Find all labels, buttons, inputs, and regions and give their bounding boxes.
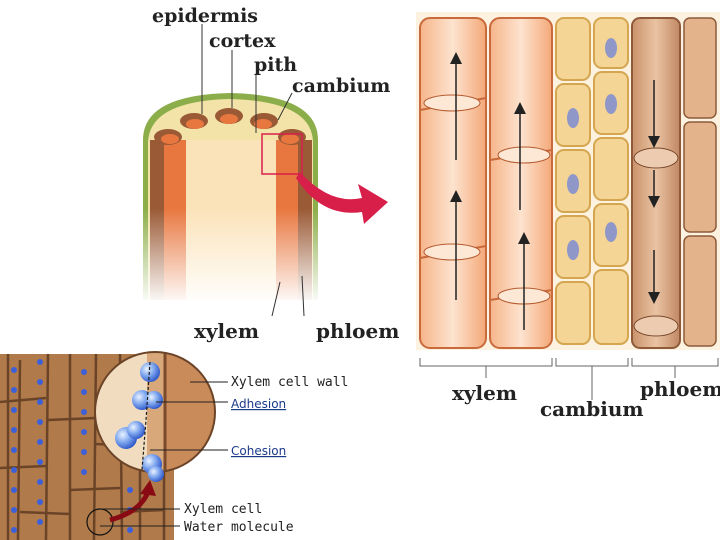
label-epidermis: epidermis [152, 5, 258, 27]
label-stem-xylem: xylem [194, 319, 259, 343]
cambium-cells [555, 17, 629, 345]
label-xylem-cell-wall: Xylem cell wall [231, 375, 348, 390]
stem-leader-lines [201, 24, 305, 317]
label-tissue-cambium: cambium [540, 397, 644, 421]
cambium-nuclei [567, 38, 617, 260]
water-molecules [115, 362, 164, 482]
water-transport-panel [0, 351, 228, 540]
label-xylem-cell: Xylem cell [184, 502, 262, 517]
label-tissue-phloem: phloem [640, 377, 720, 401]
tissue-brackets [419, 358, 719, 400]
label-adhesion: Adhesion [231, 397, 286, 411]
label-pith: pith [254, 54, 297, 76]
companion-cells [683, 17, 717, 347]
label-stem-phloem: phloem [316, 319, 399, 343]
label-water-molecule: Water molecule [184, 520, 294, 535]
label-tissue-xylem: xylem [452, 381, 517, 405]
xylem-vessel-2 [489, 17, 553, 349]
phloem-sieve-tube [631, 17, 681, 349]
label-cortex: cortex [209, 30, 276, 52]
zoom-arrow [296, 172, 388, 224]
zoom-box [261, 133, 303, 175]
label-cohesion: Cohesion [231, 444, 286, 458]
water-leader-lines [100, 381, 228, 527]
xylem-vessel-1 [419, 17, 487, 349]
stem-section [140, 90, 322, 305]
label-cambium: cambium [292, 75, 390, 97]
tissue-section [416, 12, 720, 400]
